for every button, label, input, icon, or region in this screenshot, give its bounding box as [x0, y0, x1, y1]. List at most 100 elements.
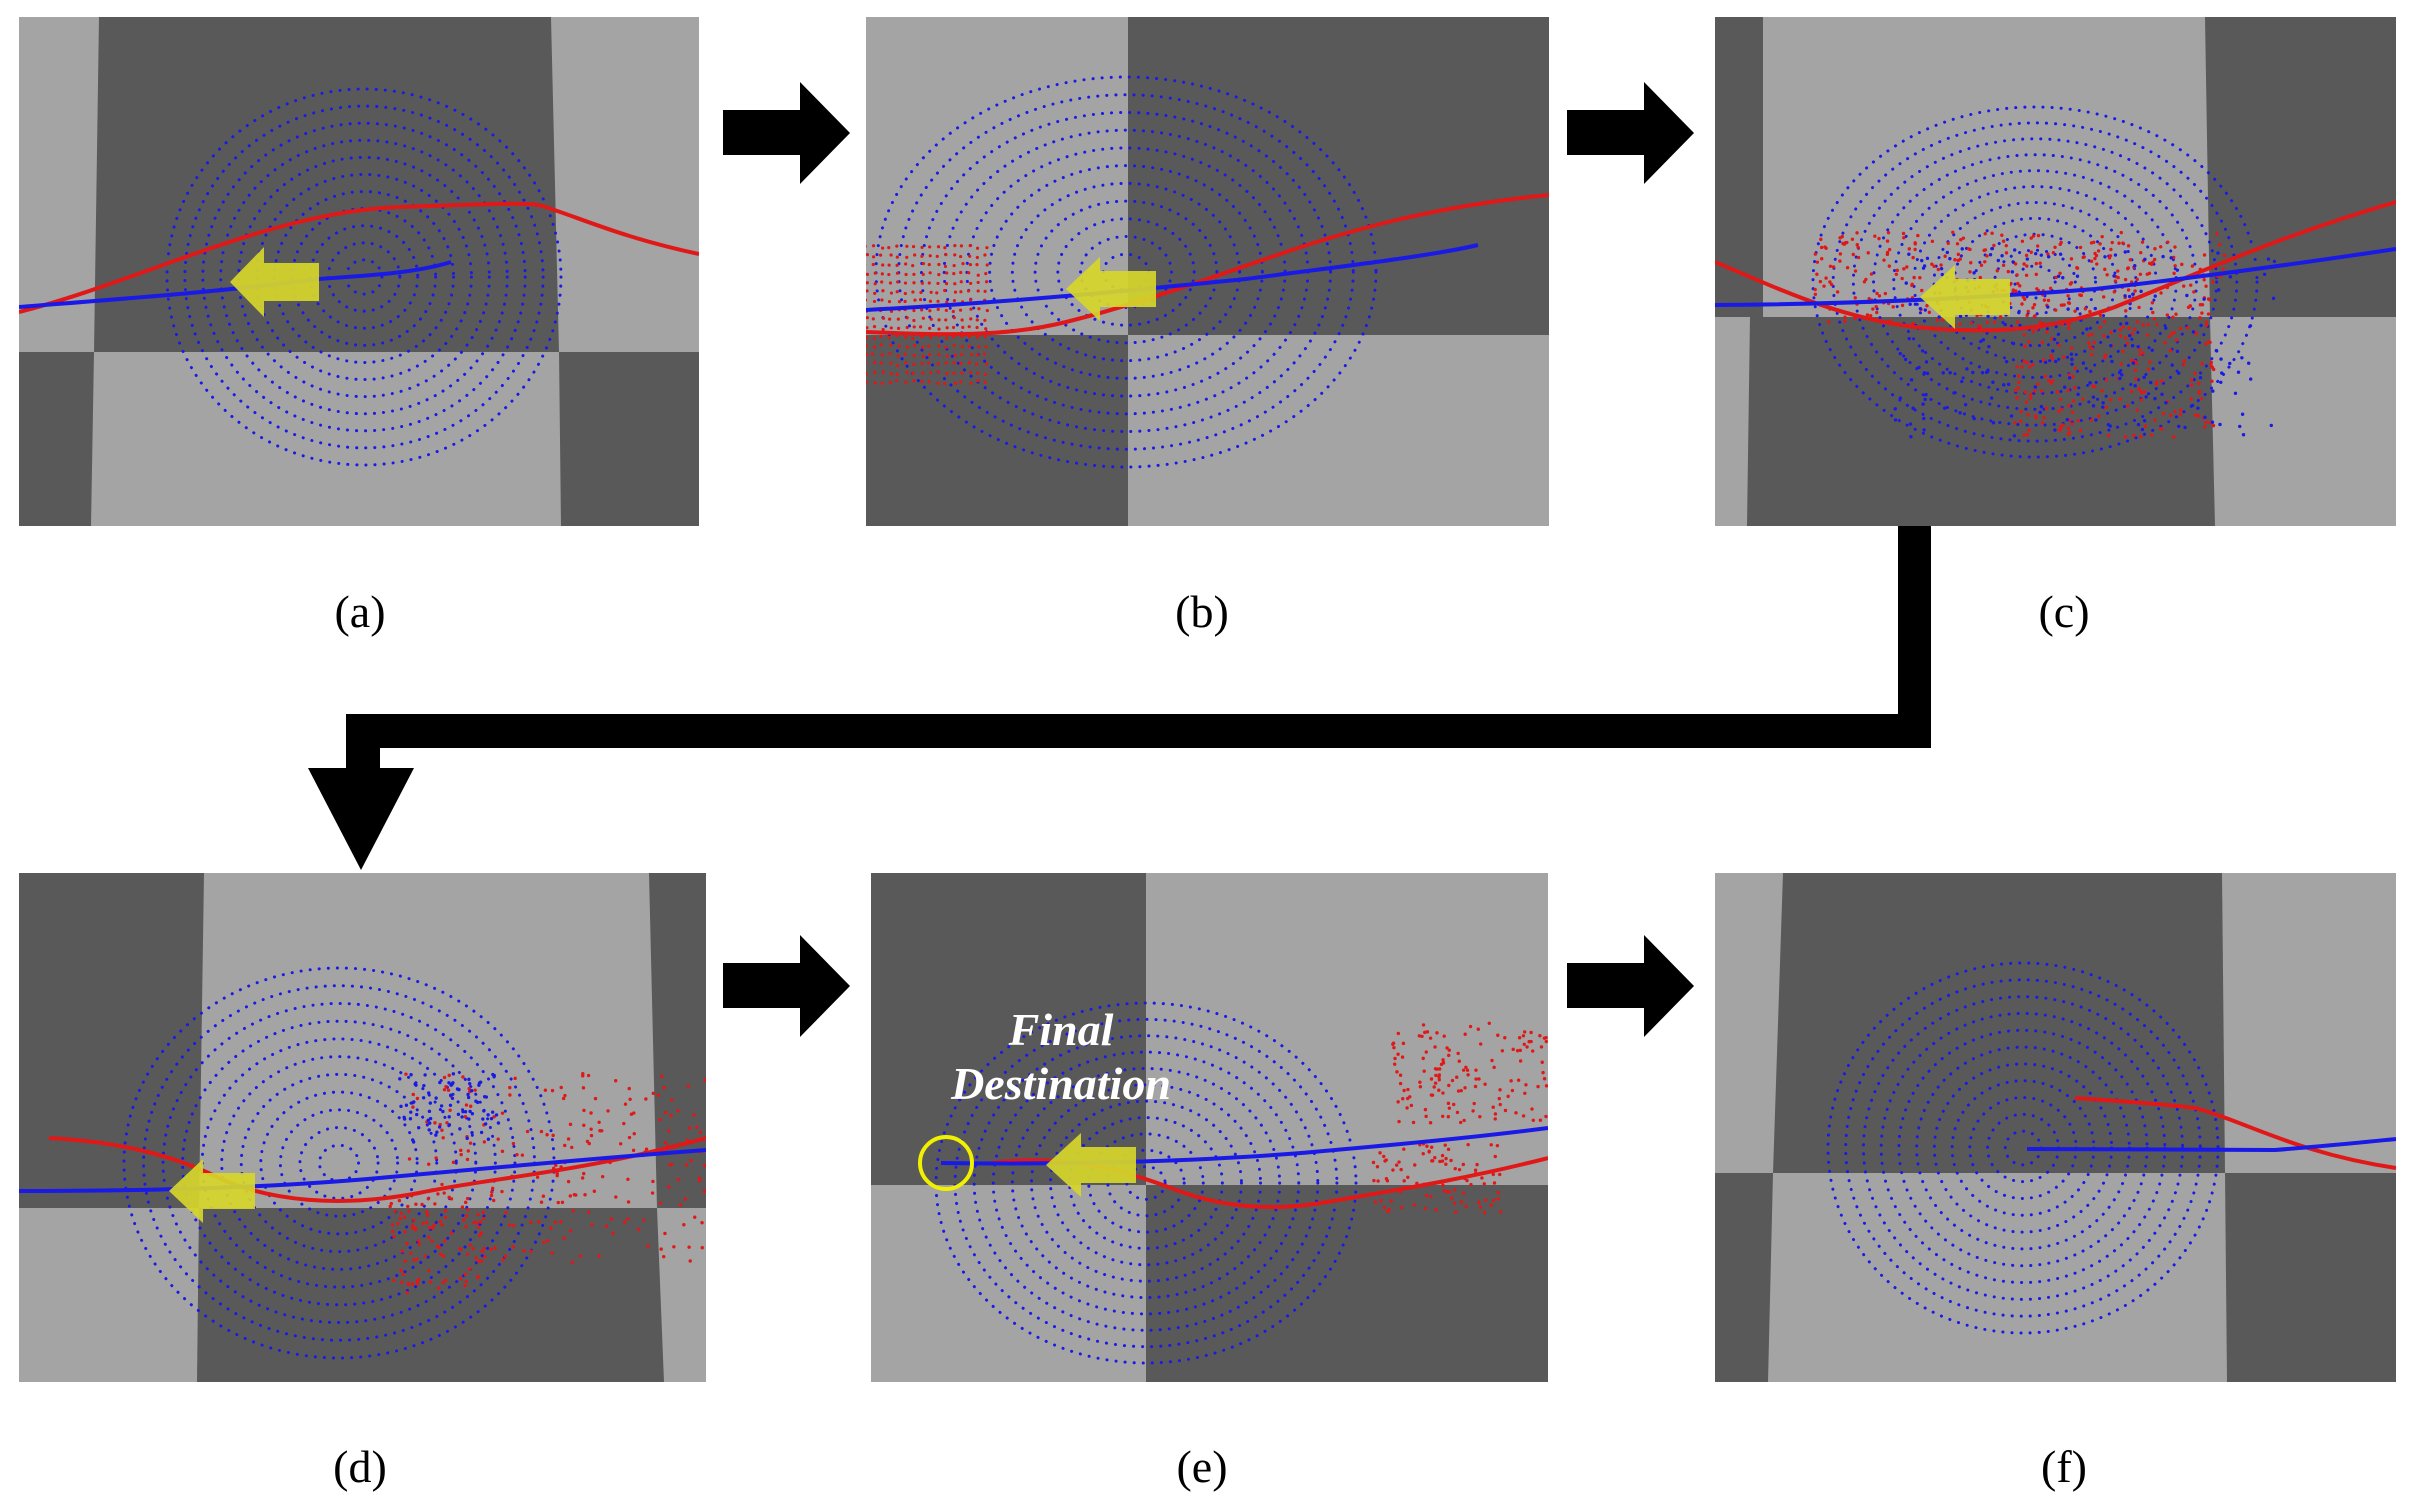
scan-point: [1412, 1203, 1417, 1207]
scan-point: [866, 361, 868, 365]
scan-point: [959, 280, 963, 284]
scan-point: [580, 1176, 585, 1180]
scan-point: [1434, 1207, 1438, 1212]
scan-point: [1865, 313, 1870, 317]
scan-point: [541, 1194, 546, 1198]
scan-point: [1904, 281, 1908, 285]
scan-point: [2216, 251, 2220, 255]
scan-point: [1487, 1021, 1491, 1025]
scan-point: [2067, 403, 2071, 408]
scan-point: [889, 361, 893, 365]
scan-point: [448, 1103, 453, 1108]
lidar-ring: [2013, 264, 2057, 300]
scan-point: [1492, 1065, 1496, 1070]
scan-point: [945, 336, 949, 340]
scan-point: [2196, 414, 2201, 418]
scan-point: [1447, 1048, 1451, 1052]
scan-point: [1491, 1172, 1495, 1177]
scan-point: [976, 379, 980, 383]
scan-point: [2069, 257, 2074, 261]
scan-point: [2061, 276, 2065, 280]
scan-point: [2132, 433, 2136, 438]
scan-point: [2182, 362, 2186, 367]
scan-point: [1542, 1077, 1547, 1081]
scan-point: [513, 1076, 517, 1081]
scan-point: [1450, 1078, 1455, 1083]
scan-point: [411, 1105, 415, 1109]
scan-point: [1461, 1162, 1466, 1167]
scan-point: [975, 353, 980, 357]
scan-point: [1445, 1046, 1449, 1050]
scan-point: [2135, 320, 2140, 324]
scan-point: [658, 1117, 662, 1122]
scan-point: [1491, 1105, 1495, 1109]
scan-point: [492, 1198, 496, 1203]
scan-point: [2262, 272, 2267, 277]
scan-point: [2116, 269, 2120, 273]
floor-dark-tile: [871, 873, 1146, 1185]
lidar-ring: [183, 104, 545, 450]
scan-point: [2098, 242, 2102, 246]
scan-point: [881, 263, 885, 267]
scan-point: [1843, 315, 1847, 319]
red-trajectory: [2074, 1096, 2396, 1170]
scan-point: [1418, 1084, 1423, 1089]
scan-point: [2091, 395, 2096, 399]
scan-point: [467, 1077, 471, 1082]
scan-point: [651, 1091, 656, 1096]
scan-point: [2131, 292, 2135, 296]
scan-point: [2168, 348, 2173, 353]
scan-point: [968, 298, 973, 302]
scan-point: [437, 1286, 441, 1290]
scan-point: [2029, 236, 2033, 240]
scan-point: [1960, 379, 1964, 384]
scan-point: [622, 1121, 626, 1126]
scan-point: [465, 1157, 470, 1162]
scan-point: [2011, 260, 2015, 264]
scan-point: [2073, 309, 2077, 313]
lidar-ring: [1033, 199, 1219, 345]
scan-point: [404, 1072, 408, 1076]
scan-point: [1851, 252, 1855, 257]
scan-point: [489, 1193, 494, 1198]
scan-point: [442, 1087, 447, 1092]
scan-point: [905, 255, 909, 259]
scan-point: [1395, 1070, 1399, 1074]
scan-point: [2046, 305, 2050, 309]
scan-point: [1819, 245, 1824, 250]
scan-point: [1463, 1086, 1467, 1090]
scan-point: [1522, 1030, 1527, 1034]
scan-point: [2138, 352, 2143, 357]
scan-point: [1424, 1193, 1429, 1197]
scan-point: [1424, 1050, 1428, 1054]
scan-point: [1446, 1147, 1451, 1152]
scan-point: [1440, 1153, 1445, 1158]
scan-point: [659, 1247, 663, 1251]
scan-point: [1932, 264, 1936, 268]
scan-point: [391, 1229, 395, 1234]
scan-point: [1921, 402, 1925, 406]
scan-point: [983, 335, 987, 339]
scan-point: [1457, 1059, 1461, 1063]
scan-point: [952, 299, 956, 303]
scan-point: [959, 270, 963, 275]
scan-point: [438, 1219, 443, 1224]
scan-point: [2034, 272, 2038, 277]
scan-point: [1437, 1088, 1441, 1092]
scan-point: [2025, 313, 2029, 318]
scan-point: [1434, 1073, 1438, 1078]
scan-point: [490, 1190, 494, 1194]
scan-point: [2013, 388, 2018, 393]
scan-point: [656, 1093, 661, 1097]
scan-point: [2143, 257, 2147, 262]
scan-point: [2130, 343, 2135, 348]
scan-point: [944, 308, 948, 313]
scan-point: [682, 1223, 686, 1227]
scan-point: [1500, 1049, 1505, 1053]
scan-point: [2040, 389, 2044, 393]
scan-point: [433, 1121, 437, 1125]
scan-point: [969, 352, 974, 357]
scan-point: [2151, 310, 2155, 315]
scan-point: [1905, 265, 1909, 269]
scan-point: [459, 1152, 463, 1157]
